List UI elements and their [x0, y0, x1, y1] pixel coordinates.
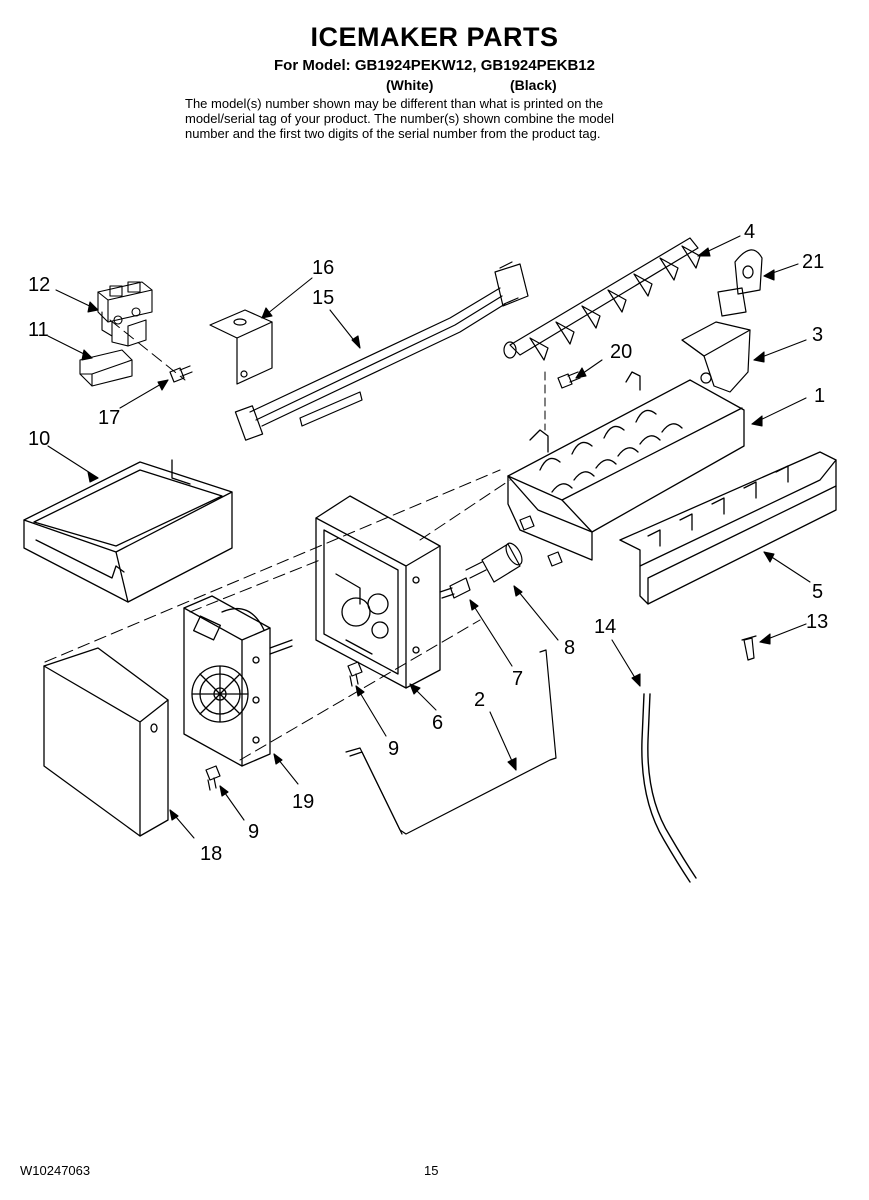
model-line: For Model: GB1924PEKW12, GB1924PEKB12 — [274, 57, 595, 74]
mold-1 — [507, 371, 745, 561]
callout-18: 18 — [200, 843, 222, 865]
document-number: W10247063 — [20, 1163, 91, 1178]
callout-9-upper: 9 — [388, 738, 399, 760]
bracket-16 — [209, 309, 273, 385]
ejector-4 — [503, 237, 701, 361]
wire-rack-2 — [345, 649, 557, 835]
callout-16: 16 — [312, 257, 334, 279]
cover-18 — [43, 647, 169, 837]
callout-13: 13 — [806, 611, 828, 633]
note-line-2: model/serial tag of your product. The nu… — [185, 111, 614, 126]
screw-9a — [347, 661, 363, 687]
note-line-3: number and the first two digits of the s… — [185, 126, 601, 141]
housing-6 — [315, 495, 441, 689]
ice-bin-10 — [23, 459, 233, 603]
callout-labels: 12 11 17 16 15 10 4 21 3 20 1 5 13 14 8 … — [28, 221, 828, 865]
callout-7: 7 — [512, 668, 523, 690]
callout-14: 14 — [594, 616, 616, 638]
callout-12: 12 — [28, 274, 50, 296]
page-number: 15 — [424, 1163, 439, 1178]
front-cover-5 — [619, 451, 837, 605]
water-valve — [79, 281, 153, 387]
callout-10: 10 — [28, 428, 50, 450]
note-line-1: The model(s) number shown may be differe… — [185, 96, 604, 111]
screw-20 — [557, 371, 581, 389]
callout-17: 17 — [98, 407, 120, 429]
pin-13 — [741, 635, 757, 661]
callout-15: 15 — [312, 287, 334, 309]
cam-21 — [717, 249, 763, 317]
callout-1: 1 — [814, 385, 825, 407]
tube-14 — [641, 693, 697, 883]
assembly-dash-lines — [44, 319, 546, 761]
callout-6: 6 — [432, 712, 443, 734]
screw-9b — [205, 765, 221, 791]
wire-harness-15 — [234, 261, 529, 441]
callout-20: 20 — [610, 341, 632, 363]
callout-3: 3 — [812, 324, 823, 346]
variant-black: (Black) — [510, 77, 557, 93]
thermostat-8 — [465, 542, 523, 583]
callout-4: 4 — [744, 221, 755, 243]
callout-19: 19 — [292, 791, 314, 813]
connectors-7 — [439, 515, 563, 599]
callout-5: 5 — [812, 581, 823, 603]
callout-11: 11 — [28, 319, 49, 341]
module-19 — [183, 595, 293, 767]
leader-lines — [47, 235, 811, 839]
variant-white: (White) — [386, 77, 434, 93]
cover-3 — [681, 321, 751, 393]
callout-9-lower: 9 — [248, 821, 259, 843]
page-title: ICEMAKER PARTS — [310, 22, 559, 52]
callout-21: 21 — [802, 251, 824, 273]
model-note: The model(s) number shown may be differe… — [185, 96, 705, 141]
callout-2: 2 — [474, 689, 485, 711]
screw-17 — [169, 365, 193, 383]
callout-8: 8 — [564, 637, 575, 659]
